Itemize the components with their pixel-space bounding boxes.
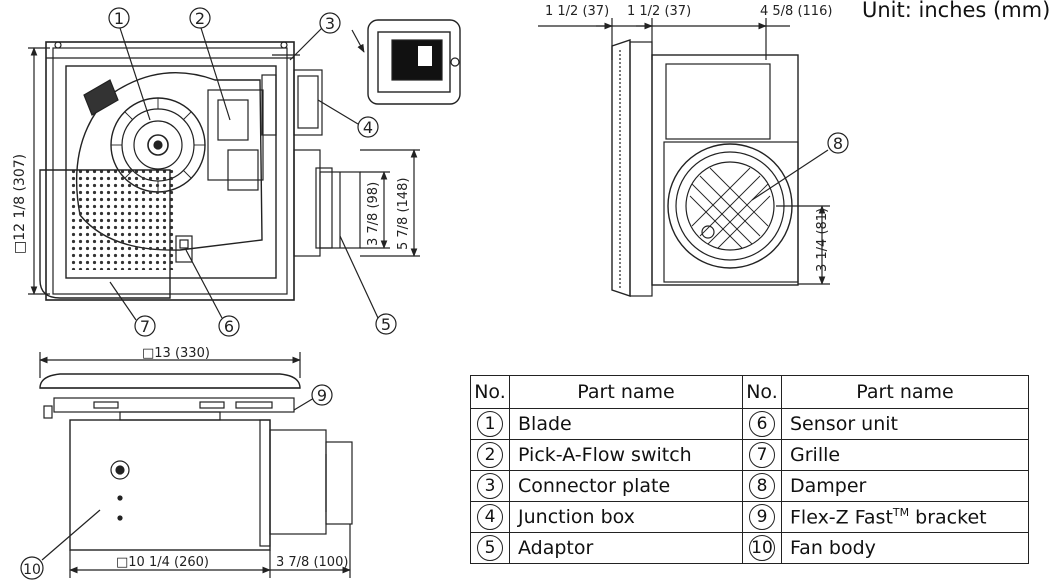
dim-damper-text: 3 1/4 (81)	[815, 208, 830, 272]
side-view: 1 1/2 (37) 1 1/2 (37) 4 5/8 (116) 3 1/4 …	[538, 4, 832, 297]
dim-side-a-text: 1 1/2 (37)	[545, 4, 609, 19]
table-row: 3 Connector plate 8 Damper	[470, 470, 1029, 502]
connector-plate-detail	[351, 19, 461, 105]
part-name: Junction box	[509, 501, 743, 533]
header-no-right: No.	[742, 375, 782, 409]
header-no-left: No.	[470, 375, 510, 409]
unit-note: Unit: inches (mm)	[862, 0, 1051, 22]
table-row: 2 Pick-A-Flow switch 7 Grille	[470, 439, 1029, 471]
part-number: 5	[477, 535, 503, 561]
part-number: 10	[749, 535, 775, 561]
dim-adaptor-inner-text: 3 7/8 (98)	[366, 182, 381, 246]
callout-8: 8	[833, 134, 843, 153]
dim-adaptor: 3 7/8 (98) 5 7/8 (148)	[360, 149, 420, 257]
callout-2: 2	[195, 9, 205, 28]
part-name: Fan body	[781, 532, 1029, 564]
dim-duct-text: 3 7/8 (100)	[276, 555, 348, 570]
part-name: Grille	[781, 439, 1029, 471]
part-name: Pick-A-Flow switch	[509, 439, 743, 471]
part-number: 7	[749, 442, 775, 468]
part-name-suffix: bracket	[909, 506, 987, 529]
dim-adaptor-outer-text: 5 7/8 (148)	[396, 178, 411, 250]
part-name: Blade	[509, 408, 743, 440]
callout-10: 10	[23, 562, 41, 578]
part-name: Damper	[781, 470, 1029, 502]
dim-height-side: □12 1/8 (307)	[12, 47, 50, 295]
trademark-mark: TM	[892, 505, 910, 519]
table-row: 4 Junction box 9 Flex-Z FastTM bracket	[470, 501, 1029, 533]
parts-table: No. Part name No. Part name 1 Blade 6 Se…	[470, 375, 1029, 564]
dim-height-text: □12 1/8 (307)	[12, 154, 28, 254]
callout-4: 4	[363, 118, 373, 137]
dim-side-c-text: 4 5/8 (116)	[760, 4, 832, 19]
part-name: Adaptor	[509, 532, 743, 564]
callouts: 1 2 3 4 5 6 7 8 9 10	[20, 7, 849, 580]
front-elevation: □13 (330) □10 1/4 (260) 3 7/8 (100)	[39, 346, 353, 578]
part-number: 1	[477, 411, 503, 437]
part-name-flex: Flex-Z FastTM bracket	[781, 501, 1029, 533]
header-name-left: Part name	[509, 375, 743, 409]
table-row: 5 Adaptor 10 Fan body	[470, 532, 1029, 564]
callout-9: 9	[317, 386, 327, 405]
part-number: 3	[477, 473, 503, 499]
table-row: 1 Blade 6 Sensor unit	[470, 408, 1029, 440]
part-number: 8	[749, 473, 775, 499]
header-name-right: Part name	[781, 375, 1029, 409]
callout-1: 1	[114, 9, 124, 28]
part-number: 6	[749, 411, 775, 437]
dim-grille-text: □13 (330)	[142, 346, 210, 361]
plan-view	[39, 41, 361, 301]
part-number: 9	[749, 504, 775, 530]
dim-body-text: □10 1/4 (260)	[116, 555, 209, 570]
callout-7: 7	[140, 317, 150, 336]
dim-side-b-text: 1 1/2 (37)	[627, 4, 691, 19]
parts-table-header: No. Part name No. Part name	[470, 375, 1029, 409]
part-name: Sensor unit	[781, 408, 1029, 440]
part-number: 2	[477, 442, 503, 468]
callout-3: 3	[325, 14, 335, 33]
callout-6: 6	[224, 317, 234, 336]
part-name: Flex-Z Fast	[790, 506, 893, 529]
part-name: Connector plate	[509, 470, 743, 502]
callout-5: 5	[381, 315, 391, 334]
part-number: 4	[477, 504, 503, 530]
